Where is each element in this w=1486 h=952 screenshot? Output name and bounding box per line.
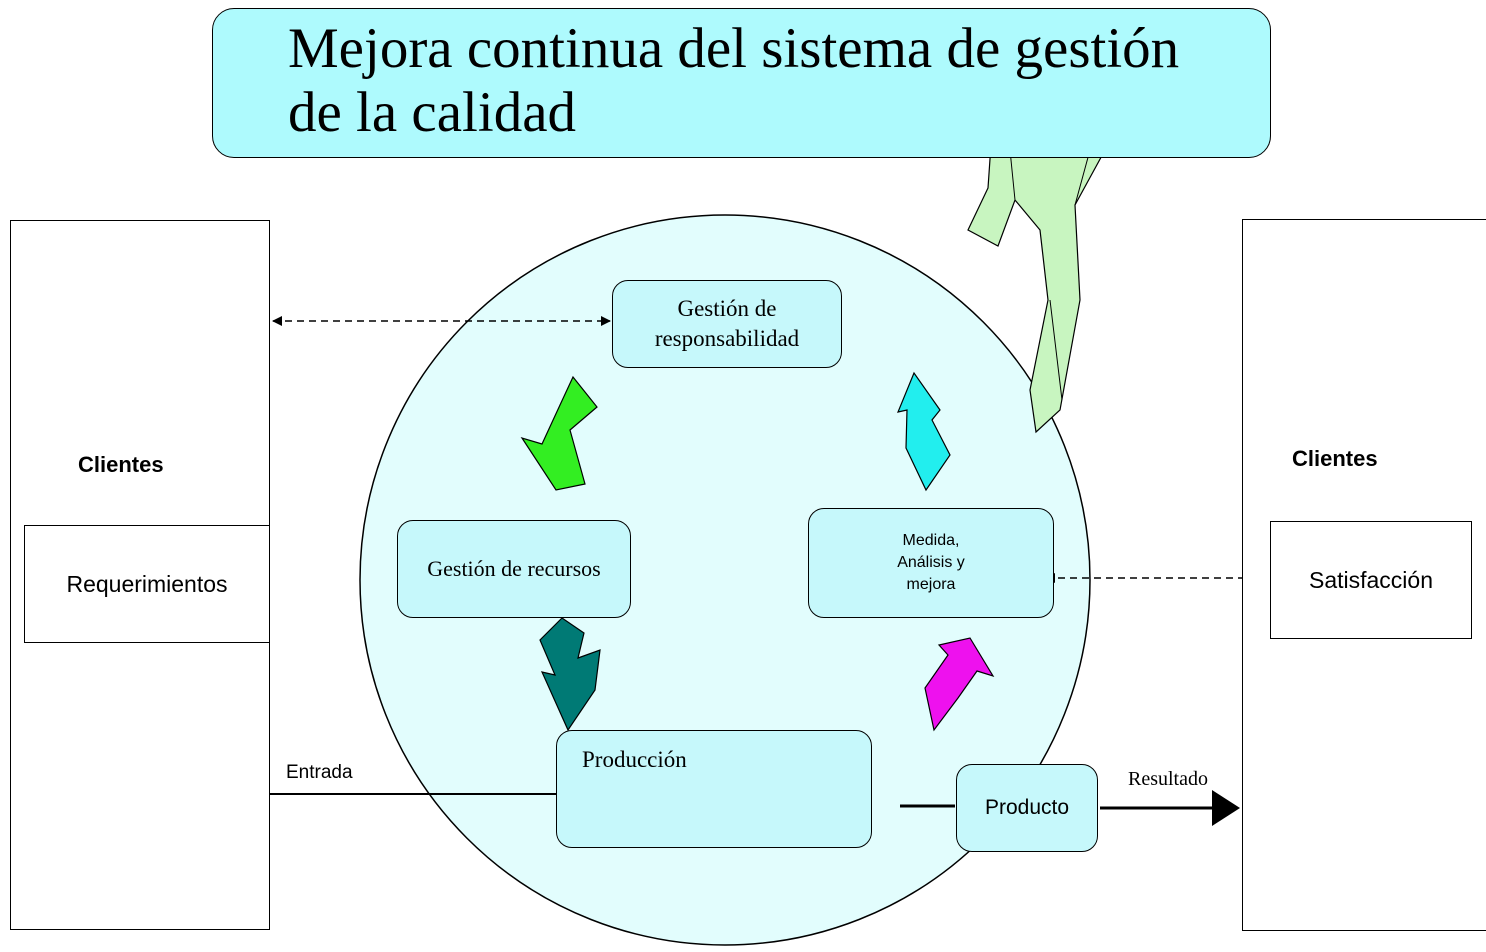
- requirements-box: Requerimientos: [24, 525, 270, 643]
- production-process-box: Producción: [556, 730, 872, 848]
- teal-cycle-arrow: [539, 617, 601, 732]
- magenta-cycle-arrow: [924, 637, 995, 732]
- satisfaction-label: Satisfacción: [1308, 566, 1433, 593]
- measurement-label-line3: mejora: [906, 576, 956, 593]
- responsibility-label: Gestión de responsabilidad: [654, 296, 800, 351]
- product-label: Producto: [984, 796, 1070, 819]
- entrada-label: Entrada: [286, 762, 353, 783]
- resources-label: Gestión de recursos: [427, 556, 601, 581]
- resultado-arrowhead: [1212, 790, 1240, 826]
- responsibility-process-box: Gestión de responsabilidad: [612, 280, 842, 368]
- resultado-label: Resultado: [1128, 768, 1208, 790]
- measurement-label-line1: Medida,: [902, 532, 960, 549]
- clients-left-heading: Clientes: [78, 452, 164, 477]
- measurement-label-line2: Análisis y: [897, 554, 965, 571]
- clients-right-heading: Clientes: [1292, 446, 1378, 471]
- title-banner: Mejora continua del sistema de gestión d…: [212, 8, 1271, 158]
- cyan-cycle-arrow: [897, 371, 951, 492]
- production-label: Producción: [582, 747, 687, 772]
- resources-process-box: Gestión de recursos: [397, 520, 631, 618]
- page-title: Mejora continua del sistema de gestión d…: [288, 17, 1180, 144]
- requirements-label: Requerimientos: [66, 570, 228, 597]
- improvement-arrow: [967, 129, 1106, 434]
- green-cycle-arrow: [520, 375, 598, 491]
- product-box: Producto: [956, 764, 1098, 852]
- measurement-process-box: Medida, Análisis y mejora: [808, 508, 1054, 618]
- satisfaction-box: Satisfacción: [1270, 521, 1472, 639]
